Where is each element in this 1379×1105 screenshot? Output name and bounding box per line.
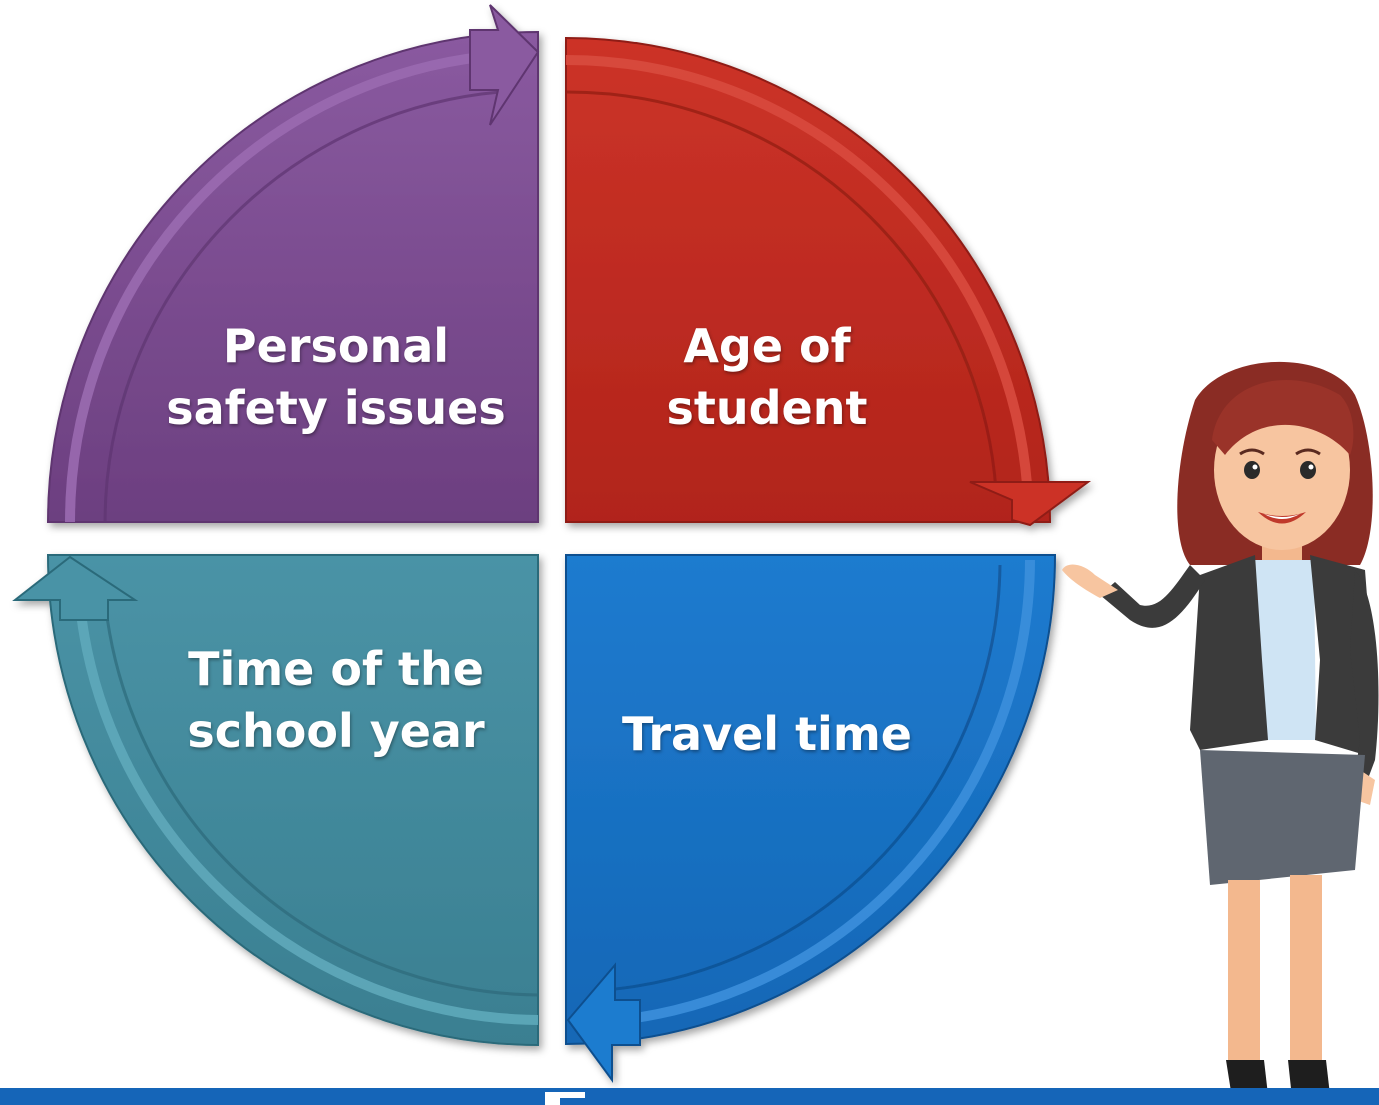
quadrant-age-of-student <box>565 36 1092 527</box>
label-time-of-school-year: Time of the school year <box>166 638 506 762</box>
quadrant-personal-safety <box>46 4 540 523</box>
bottom-banner <box>0 1088 1379 1105</box>
banner-emblem <box>545 1092 585 1105</box>
label-line: safety issues <box>166 381 506 435</box>
label-line: Personal <box>222 319 450 373</box>
label-line: Travel time <box>622 707 912 761</box>
curved-arrow-blue <box>599 559 1035 1027</box>
label-line: Time of the <box>188 642 484 696</box>
label-line: Age of <box>683 319 851 373</box>
arrowhead-red <box>969 481 1092 527</box>
arrowhead-purple <box>469 4 540 126</box>
arrowhead-teal <box>12 555 139 621</box>
curved-arrow-purple <box>64 50 501 523</box>
label-travel-time: Travel time <box>597 703 937 765</box>
arrowhead-blue <box>566 962 641 1084</box>
label-age-of-student: Age of student <box>597 315 937 439</box>
curved-arrow-teal <box>73 579 539 1025</box>
presenter-woman-icon <box>1062 361 1379 1098</box>
label-line: school year <box>187 704 485 758</box>
label-personal-safety: Personal safety issues <box>166 315 506 439</box>
quadrant-travel-time <box>565 554 1057 1084</box>
quadrant-time-of-school-year <box>12 554 539 1047</box>
curved-arrow-red <box>565 54 1033 501</box>
label-line: student <box>666 381 868 435</box>
